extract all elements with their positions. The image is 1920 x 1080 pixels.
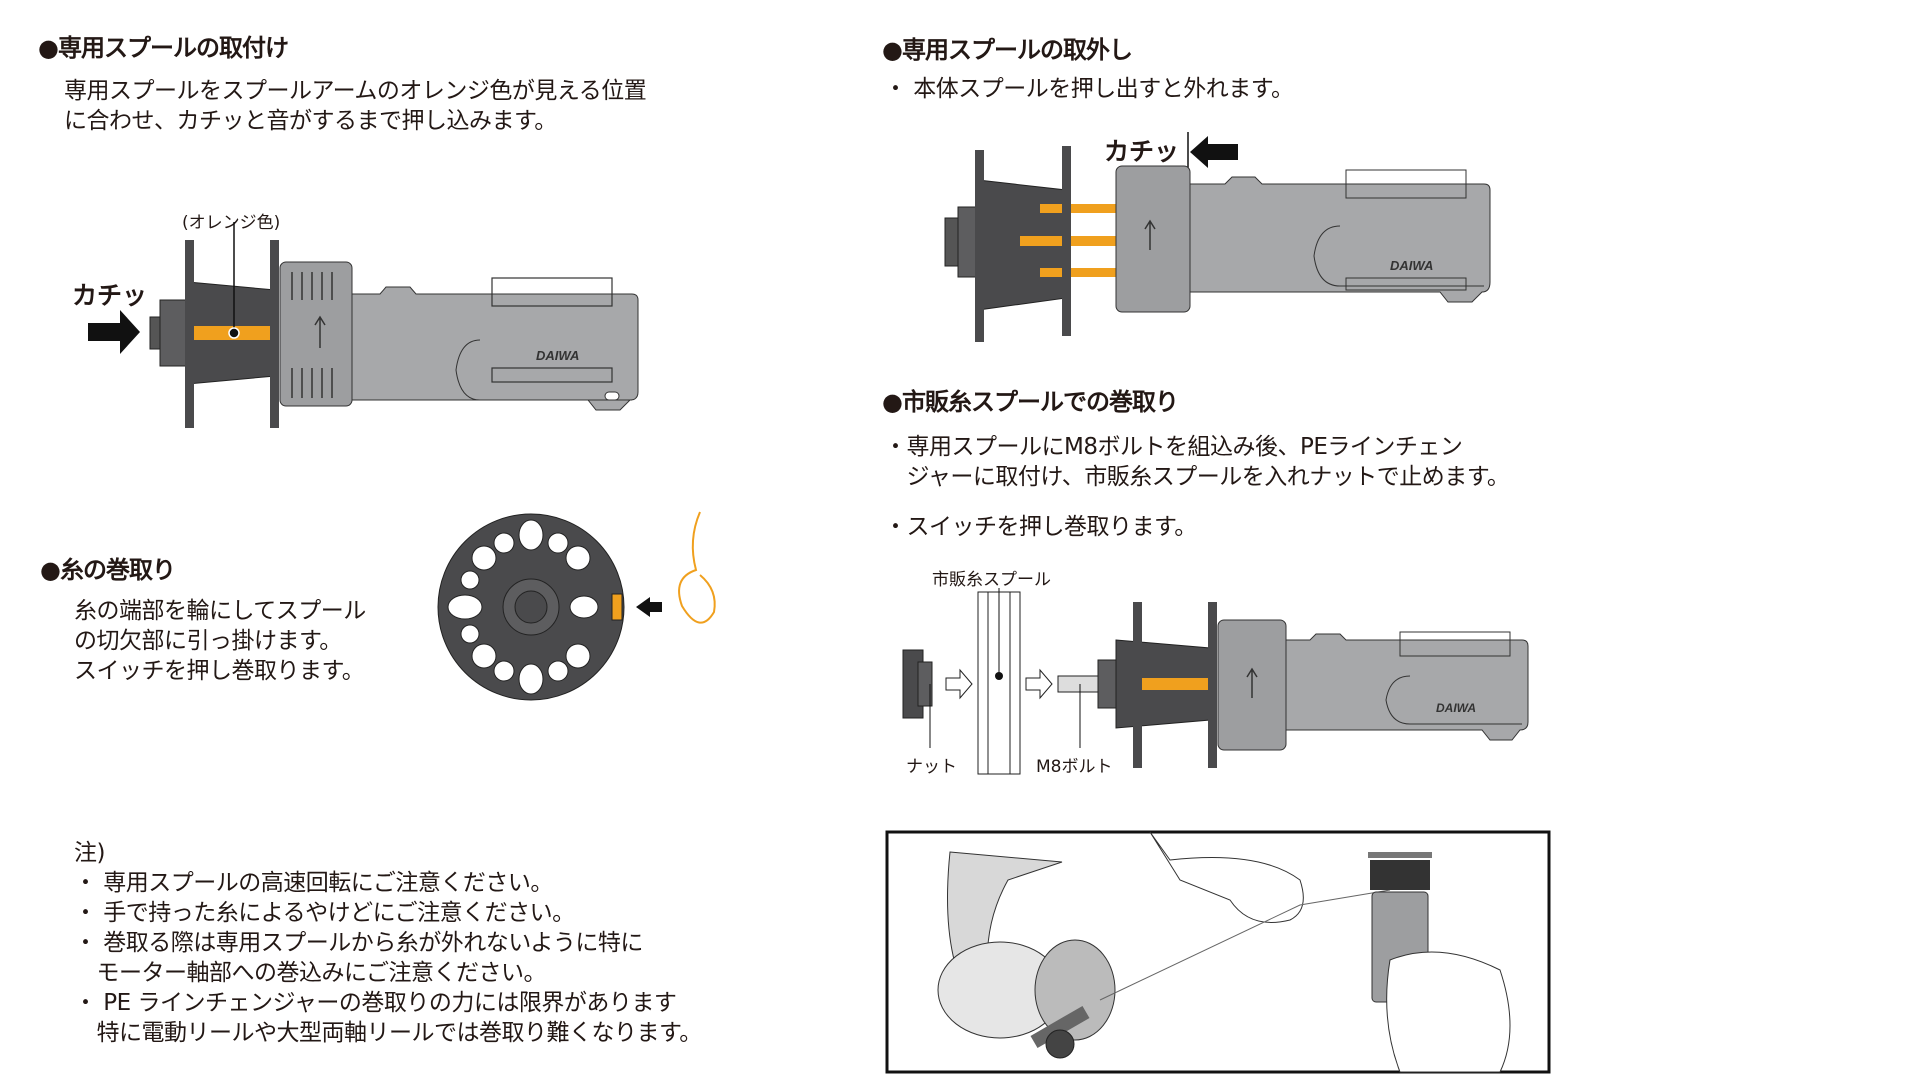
remove-illustration: DAIWA [944,132,1491,342]
heading-commercial: ●市販糸スプールでの巻取り [882,388,1179,416]
arrow-icon [1025,668,1053,700]
heading-remove: ●専用スプールの取外し [882,36,1133,64]
winding-description: 糸の端部を輪にしてスプール の切欠部に引っ掛けます。 スイッチを押し巻取ります。 [74,596,366,686]
up-arrow-icon [1246,667,1258,698]
usage-photo-illustration [885,830,1551,1074]
commercial-spool-label: 市販糸スプール [932,570,1051,590]
text-line: ジャーに取付け、市販糸スプールを入れナットで止めます。 [884,464,1510,490]
click-label: カチッ [1104,137,1180,166]
commercial-spool-illustration: DAIWA [902,588,1529,775]
heading-attach: ●専用スプールの取付け [38,34,289,62]
click-label: カチッ [72,281,148,310]
brand-logo: DAIWA [1390,258,1433,273]
up-arrow-icon [1144,219,1156,250]
notes-title: 注) [74,840,105,866]
switch-instruction: ・スイッチを押し巻取ります。 [884,514,1197,540]
spool-disc-illustration [437,511,716,701]
notes: 注) ・ 専用スプールの高速回転にご注意ください。 ・ 手で持った糸によるやけど… [74,838,702,1048]
orange-callout-label: (オレンジ色) [182,213,281,233]
attach-illustration: DAIWA [88,222,639,428]
up-arrow-icon [314,315,326,348]
line-loop [678,511,716,624]
push-arrow-icon [1190,136,1238,168]
hand [1386,951,1511,1073]
push-arrow-icon [88,310,140,354]
note-item: ・ 手で持った糸によるやけどにご注意ください。 [74,900,575,926]
text-line: 専用スプールをスプールアームのオレンジ色が見える位置 [64,78,647,104]
heading-winding: ●糸の巻取り [40,556,176,584]
text-line: の切欠部に引っ掛けます。 [74,628,342,654]
brand-logo: DAIWA [1436,701,1476,715]
note-item: ・ 専用スプールの高速回転にご注意ください。 [74,870,553,896]
note-item: モーター軸部への巻込みにご注意ください。 [74,960,547,986]
hand [1149,831,1304,923]
nut-label: ナット [906,757,957,777]
bolt [1057,675,1099,693]
text-line: 糸の端部を輪にしてスプール [74,598,366,624]
note-item: 特に電動リールや大型両軸リールでは巻取り難くなります。 [74,1020,703,1046]
commercial-description: ・専用スプールにM8ボルトを組込み後、PEラインチェン ジャーに取付け、市販糸ス… [884,432,1510,492]
text-line: に合わせ、カチッと音がするまで押し込みます。 [64,108,557,134]
text-line: スイッチを押し巻取ります。 [74,658,365,684]
brand-logo: DAIWA [536,348,579,363]
arrow-icon [945,668,973,700]
bolt-label: M8ボルト [1036,757,1113,777]
attach-description: 専用スプールをスプールアームのオレンジ色が見える位置 に合わせ、カチッと音がする… [64,76,647,136]
note-item: ・ PE ラインチェンジャーの巻取りの力には限界があります [74,990,677,1016]
remove-description: ・ 本体スプールを押し出すと外れます。 [884,76,1294,102]
text-line: ・専用スプールにM8ボルトを組込み後、PEラインチェン [884,434,1463,460]
left-arrow-icon [636,597,662,617]
note-item: ・ 巻取る際は専用スプールから糸が外れないように特に [74,930,643,956]
